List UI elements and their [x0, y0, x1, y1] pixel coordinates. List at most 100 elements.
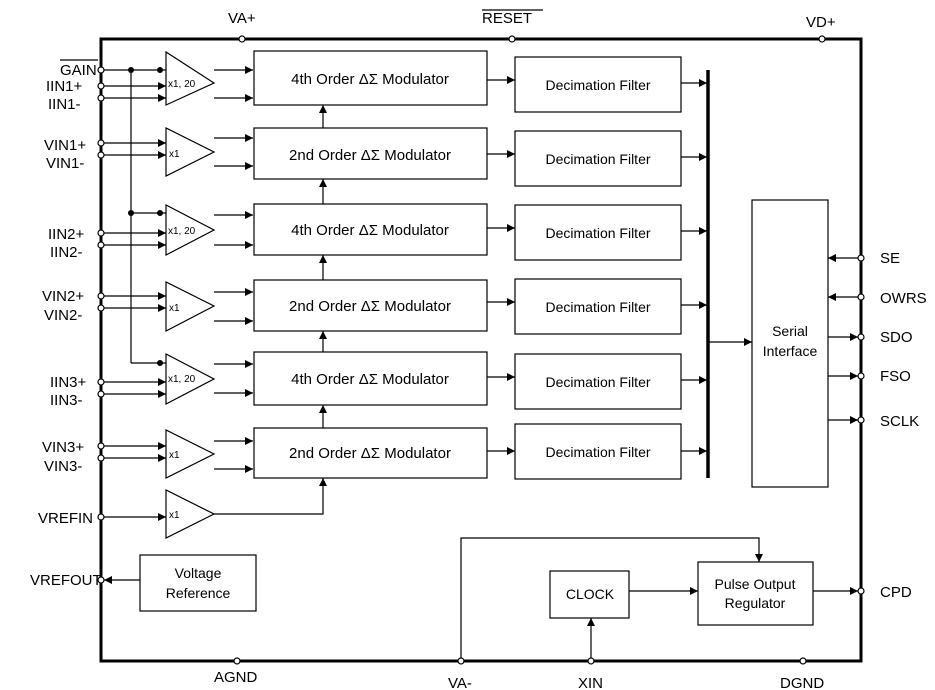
filter-label-5: Decimation Filter	[545, 374, 650, 390]
pin-iin3-minus[interactable]	[97, 390, 105, 398]
serial-interface-box	[751, 199, 829, 488]
pin-vrefout[interactable]	[97, 576, 105, 584]
label-vin2-minus: VIN2-	[44, 307, 82, 324]
label-vin3-plus: VIN3+	[42, 439, 84, 456]
filter-box-4	[514, 278, 682, 335]
modulator-label-3: 4th Order ΔΣ Modulator	[291, 222, 449, 239]
filter-box-5	[514, 353, 682, 410]
clock-section: CLOCK Pulse Output Regulator CPD	[460, 537, 912, 658]
filter-box-2	[514, 130, 682, 187]
amp-label-6: x1	[169, 450, 180, 461]
pulse-label-line2: Regulator	[725, 595, 786, 611]
pin-sclk[interactable]	[857, 416, 865, 424]
pin-vin3-minus[interactable]	[97, 454, 105, 462]
label-gain: GAIN	[60, 62, 97, 79]
label-iin2-plus: IIN2+	[48, 226, 85, 243]
channel-iin3: IIN3+ IIN3- x1, 20	[50, 353, 253, 409]
pin-iin2-minus[interactable]	[97, 241, 105, 249]
label-owrs: OWRS	[880, 290, 927, 307]
modulator-box-3	[253, 203, 488, 256]
unity-amplifier-2	[165, 281, 216, 332]
pin-agnd[interactable]	[233, 657, 241, 665]
filter-label-6: Decimation Filter	[545, 444, 650, 460]
unity-amplifier-1	[165, 127, 216, 177]
pulse-label-line1: Pulse Output	[715, 576, 796, 592]
label-vrefin: VREFIN	[38, 510, 93, 527]
modulators: 4th Order ΔΣ Modulator 2nd Order ΔΣ Modu…	[253, 50, 515, 479]
label-vin2-plus: VIN2+	[42, 288, 84, 305]
label-sclk: SCLK	[880, 413, 919, 430]
pin-owrs[interactable]	[857, 293, 865, 301]
pin-xin[interactable]	[587, 657, 595, 665]
pin-se[interactable]	[857, 254, 865, 262]
label-va-plus: VA+	[228, 10, 256, 27]
gain-bus: GAIN	[60, 59, 166, 366]
pin-iin3-plus[interactable]	[97, 378, 105, 386]
modulator-box-5	[253, 351, 488, 406]
decimation-filters: Decimation Filter Decimation Filter Deci…	[514, 56, 707, 480]
vrefin-path: VREFIN x1	[38, 478, 327, 539]
label-vd-plus: VD+	[806, 14, 836, 31]
bottom-pins: AGND VA- XIN DGND	[214, 657, 824, 690]
pin-vin1-minus[interactable]	[97, 151, 105, 159]
amp-label-4: x1	[169, 303, 180, 314]
vref-label-line2: Reference	[166, 585, 231, 601]
pin-iin1-plus[interactable]	[97, 82, 105, 90]
pin-vd-plus[interactable]	[818, 35, 826, 43]
pin-vrefin[interactable]	[97, 513, 105, 521]
modulator-label-5: 4th Order ΔΣ Modulator	[291, 371, 449, 388]
pin-iin1-minus[interactable]	[97, 94, 105, 102]
pin-reset[interactable]	[508, 35, 516, 43]
label-iin1-minus: IIN1-	[48, 96, 81, 113]
pin-vin1-plus[interactable]	[97, 139, 105, 147]
label-vin3-minus: VIN3-	[44, 458, 82, 475]
serial-label-line1: Serial	[772, 323, 808, 339]
pin-va-plus[interactable]	[238, 35, 246, 43]
gain-amplifier-1	[165, 50, 216, 106]
filter-box-1	[514, 56, 682, 113]
pin-vin2-plus[interactable]	[97, 292, 105, 300]
filter-label-1: Decimation Filter	[545, 77, 650, 93]
label-vrefout: VREFOUT	[30, 572, 102, 589]
pin-vin3-plus[interactable]	[97, 442, 105, 450]
pin-fso[interactable]	[857, 372, 865, 380]
pin-iin2-plus[interactable]	[97, 229, 105, 237]
modulator-label-2: 2nd Order ΔΣ Modulator	[289, 147, 451, 164]
modulator-box-1	[253, 50, 488, 106]
channel-vin3: VIN3+ VIN3- x1	[42, 429, 253, 479]
pin-va-minus[interactable]	[457, 657, 465, 665]
vref-amplifier	[165, 489, 216, 539]
clock-label: CLOCK	[566, 586, 615, 602]
label-va-minus: VA-	[448, 675, 472, 690]
top-pins: VA+ RESET VD+	[228, 9, 836, 43]
channel-vin1: VIN1+ VIN1- x1	[44, 127, 253, 177]
clock-box	[549, 570, 630, 619]
amp-label-7: x1	[169, 510, 180, 521]
modulator-label-4: 2nd Order ΔΣ Modulator	[289, 298, 451, 315]
label-xin: XIN	[578, 675, 603, 690]
pin-dgnd[interactable]	[799, 657, 807, 665]
amp-label-3: x1, 20	[168, 226, 196, 237]
label-vin1-minus: VIN1-	[46, 155, 84, 172]
pin-sdo[interactable]	[857, 333, 865, 341]
amp-label-1: x1, 20	[168, 79, 196, 90]
label-iin2-minus: IIN2-	[50, 244, 83, 261]
pin-vin2-minus[interactable]	[97, 304, 105, 312]
serial-interface: Serial Interface SE OWRS SDO FSO SCLK	[751, 199, 927, 488]
filter-box-3	[514, 204, 682, 261]
gain-amplifier-3	[165, 353, 216, 405]
channel-iin1: IIN1+ IIN1- x1, 20	[46, 50, 253, 113]
pin-gain[interactable]	[97, 66, 105, 74]
filter-label-2: Decimation Filter	[545, 151, 650, 167]
label-sdo: SDO	[880, 329, 913, 346]
unity-amplifier-3	[165, 429, 216, 479]
modulator-box-2	[253, 127, 488, 180]
modulator-label-6: 2nd Order ΔΣ Modulator	[289, 445, 451, 462]
pin-cpd[interactable]	[857, 587, 865, 595]
label-dgnd: DGND	[780, 675, 824, 690]
modulator-box-6	[253, 427, 488, 479]
gain-amplifier-2	[165, 204, 216, 256]
label-agnd: AGND	[214, 669, 258, 686]
label-se: SE	[880, 250, 900, 267]
